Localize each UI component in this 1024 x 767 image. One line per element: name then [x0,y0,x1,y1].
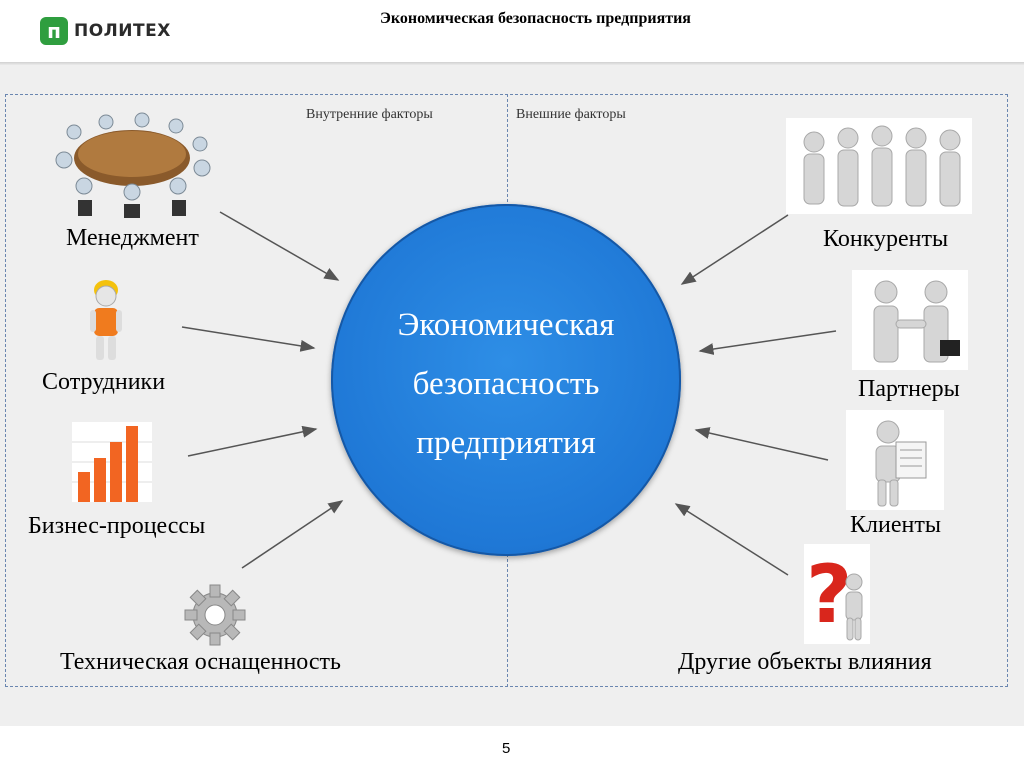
factor-label-partners: Партнеры [858,376,960,402]
logo-text: ПОЛИТЕХ [74,21,171,41]
meeting-table-icon [55,112,211,218]
factor-label-management: Менеджмент [66,225,199,251]
handshake-icon [852,270,968,370]
factor-label-business-processes: Бизнес-процессы [28,513,206,539]
center-line-3: предприятия [416,425,596,461]
factors-frame [5,94,1008,687]
factor-label-employees: Сотрудники [42,369,166,395]
arrow-clients [694,427,829,461]
page-title: Экономическая безопасность предприятия [380,10,691,27]
svg-text:?: ? [806,548,852,641]
factor-label-other: Другие объекты влияния [678,649,932,675]
header-divider [0,62,1024,66]
center-circle [331,204,681,556]
arrow-technical [241,500,344,569]
center-text: Экономическая безопасность предприятия [331,296,681,473]
center-line-1: Экономическая [397,307,615,343]
arrow-other [674,503,789,576]
center-line-2: безопасность [412,366,600,402]
people-group-icon [786,118,972,214]
logo-mark-icon: п [40,17,68,45]
factor-label-technical: Техническая оснащенность [60,649,341,675]
header: п ПОЛИТЕХ Экономическая безопасность пре… [0,0,1024,64]
arrow-competitors [680,214,789,285]
gear-icon [184,584,246,646]
arrow-partners [698,330,837,355]
page-number: 5 [502,740,511,757]
arrow-business-processes [187,425,318,457]
bar-chart-icon [72,422,152,502]
arrow-employees [181,326,316,352]
external-factors-heading: Внешние факторы [516,107,626,122]
logo: п ПОЛИТЕХ [40,17,171,45]
factor-label-competitors: Конкуренты [823,226,949,252]
worker-hardhat-icon [90,280,122,360]
newspaper-reader-icon [846,410,944,510]
question-mark-icon: ? [804,544,870,644]
factor-label-clients: Клиенты [850,512,941,538]
internal-factors-heading: Внутренние факторы [306,107,433,122]
arrow-management [219,211,340,281]
